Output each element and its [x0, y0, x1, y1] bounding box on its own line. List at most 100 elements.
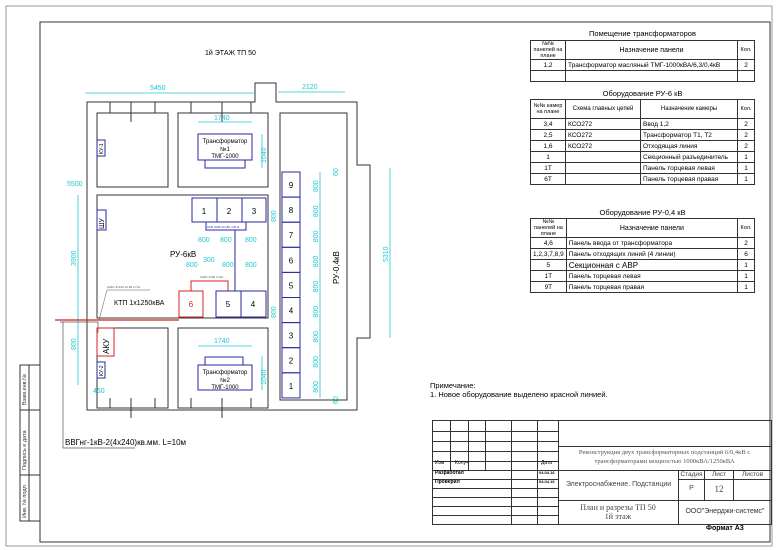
table-cell: Панель ввода от трансформатора — [565, 237, 739, 249]
stage-value: Р — [689, 485, 694, 492]
table-cell: Панель торцевая левая — [565, 270, 739, 282]
table-cell — [565, 173, 641, 185]
building-walls — [86, 82, 371, 418]
transformer-2[interactable]: Трансформатор №2 ТМГ-1000 — [197, 356, 253, 391]
dim-5450: 5450 — [150, 85, 166, 92]
col-header: Назначение панели — [565, 218, 739, 238]
dim-800: 800 — [222, 262, 234, 269]
dim-2120: 2120 — [302, 84, 318, 91]
ru04-panel[interactable] — [281, 372, 301, 399]
title-block-left — [433, 421, 559, 524]
company-name: ООО"Энерджи-системс" — [685, 508, 765, 515]
drawing-title-line1: План и разрезы ТП 50 — [580, 503, 656, 512]
table-cell: КСО272 — [565, 140, 641, 152]
ru6-panel-label: 1 — [202, 207, 207, 216]
dim-1040-top: 1040 — [261, 147, 268, 163]
table-cell: 3,4 — [530, 118, 566, 130]
table-cell: 1 — [737, 173, 755, 185]
col-header: №№ панелей на плане — [530, 40, 566, 60]
transformer-1-line2: №1 — [220, 146, 230, 153]
table-cell: Отходящая линия — [640, 140, 738, 152]
col-header: Кол. — [737, 218, 755, 238]
dim-800: 800 — [220, 237, 232, 244]
ru6-label: РУ-6кВ — [170, 250, 196, 259]
ru04-panel-label: 7 — [289, 231, 294, 240]
dim-800: 800 — [186, 262, 198, 269]
dim-60-bottom: 60 — [333, 396, 340, 404]
izm-label: Изм — [435, 460, 445, 466]
transformer-2-line1: Трансформатор — [203, 370, 248, 376]
dim-800: 800 — [313, 180, 320, 192]
table-cell: 1 — [737, 162, 755, 174]
ru6-panel[interactable] — [240, 290, 267, 318]
ru04-panel-label: 4 — [289, 307, 294, 316]
sheets-header: Листов — [741, 471, 764, 478]
new-cable-link — [190, 280, 229, 291]
dim-450: 450 — [93, 388, 105, 395]
ru04-panel-label: 6 — [289, 256, 294, 265]
ru6-panel-label: 2 — [227, 207, 232, 216]
dim-800: 800 — [313, 281, 320, 293]
section-title: Электроснабжение. Подстанции — [565, 481, 672, 488]
side-stamp — [19, 364, 41, 522]
dim-300: 300 — [203, 257, 215, 264]
dim-800: 800 — [313, 381, 320, 393]
sheet-value: 12 — [714, 484, 724, 494]
dim-800: 800 — [313, 205, 320, 217]
dim-800-left: 800 — [71, 338, 78, 350]
ktp-label: КТП 1х1250кВА — [114, 300, 165, 307]
ru6-panel-label: 6 — [189, 300, 194, 309]
date-checked: 04.04.16 — [539, 479, 555, 484]
table-cell: Трансформатор Т1, Т2 — [640, 129, 738, 141]
cable-leader — [60, 321, 135, 449]
dim-800: 800 — [245, 262, 257, 269]
table-cell — [565, 162, 641, 174]
dim-800: 800 — [198, 237, 210, 244]
table-cell: 1,6 — [530, 140, 566, 152]
col-header: №№ камер на плане — [530, 99, 566, 119]
ru04-panel-label: 8 — [289, 206, 294, 215]
dim-800: 800 — [313, 306, 320, 318]
kol-label: Колуч — [455, 460, 469, 466]
ru6-table-title: Оборудование РУ-6 кВ — [602, 89, 683, 98]
side-label-signature: Подпись и дата — [22, 430, 28, 470]
ru6-panel[interactable] — [241, 197, 267, 223]
table-cell: 1,2,3,7,8,9 — [530, 248, 567, 260]
table-cell: Панель торцевая правая — [640, 173, 738, 185]
stage-header: Стадия — [680, 471, 703, 478]
shu-label: ШУ — [99, 218, 106, 229]
col-header: Схема главных цепей — [565, 99, 641, 119]
date-developed: 04.04.16 — [539, 470, 555, 475]
ru6-panel-label: 5 — [226, 300, 231, 309]
table-cell: 4,6 — [530, 237, 567, 249]
dim-800: 800 — [313, 331, 320, 343]
transformer-1[interactable]: Трансформатор №1 ТМГ-1000 — [197, 133, 253, 169]
table-cell: 5 — [530, 259, 567, 271]
table-cell: 6Т — [530, 173, 566, 185]
busbar — [205, 221, 247, 231]
dim-800: 800 — [313, 230, 320, 242]
col-header: Кол. — [737, 99, 755, 119]
table-cell: 1 — [737, 281, 755, 293]
table-cell: 2,5 — [530, 129, 566, 141]
busbar-label: АСБ 3х95 10 кВ L=20 м — [207, 225, 239, 229]
table-row — [530, 70, 755, 82]
dim-1040-bottom: 1040 — [261, 369, 268, 385]
table-cell: Панель отходящих линий (4 линии) — [565, 248, 739, 260]
table-cell: 2 — [737, 140, 755, 152]
dim-1740-bottom: 1740 — [214, 338, 230, 345]
table-cell: Панель торцевая правая — [565, 281, 739, 293]
dim-5500: 5500 — [67, 181, 83, 188]
